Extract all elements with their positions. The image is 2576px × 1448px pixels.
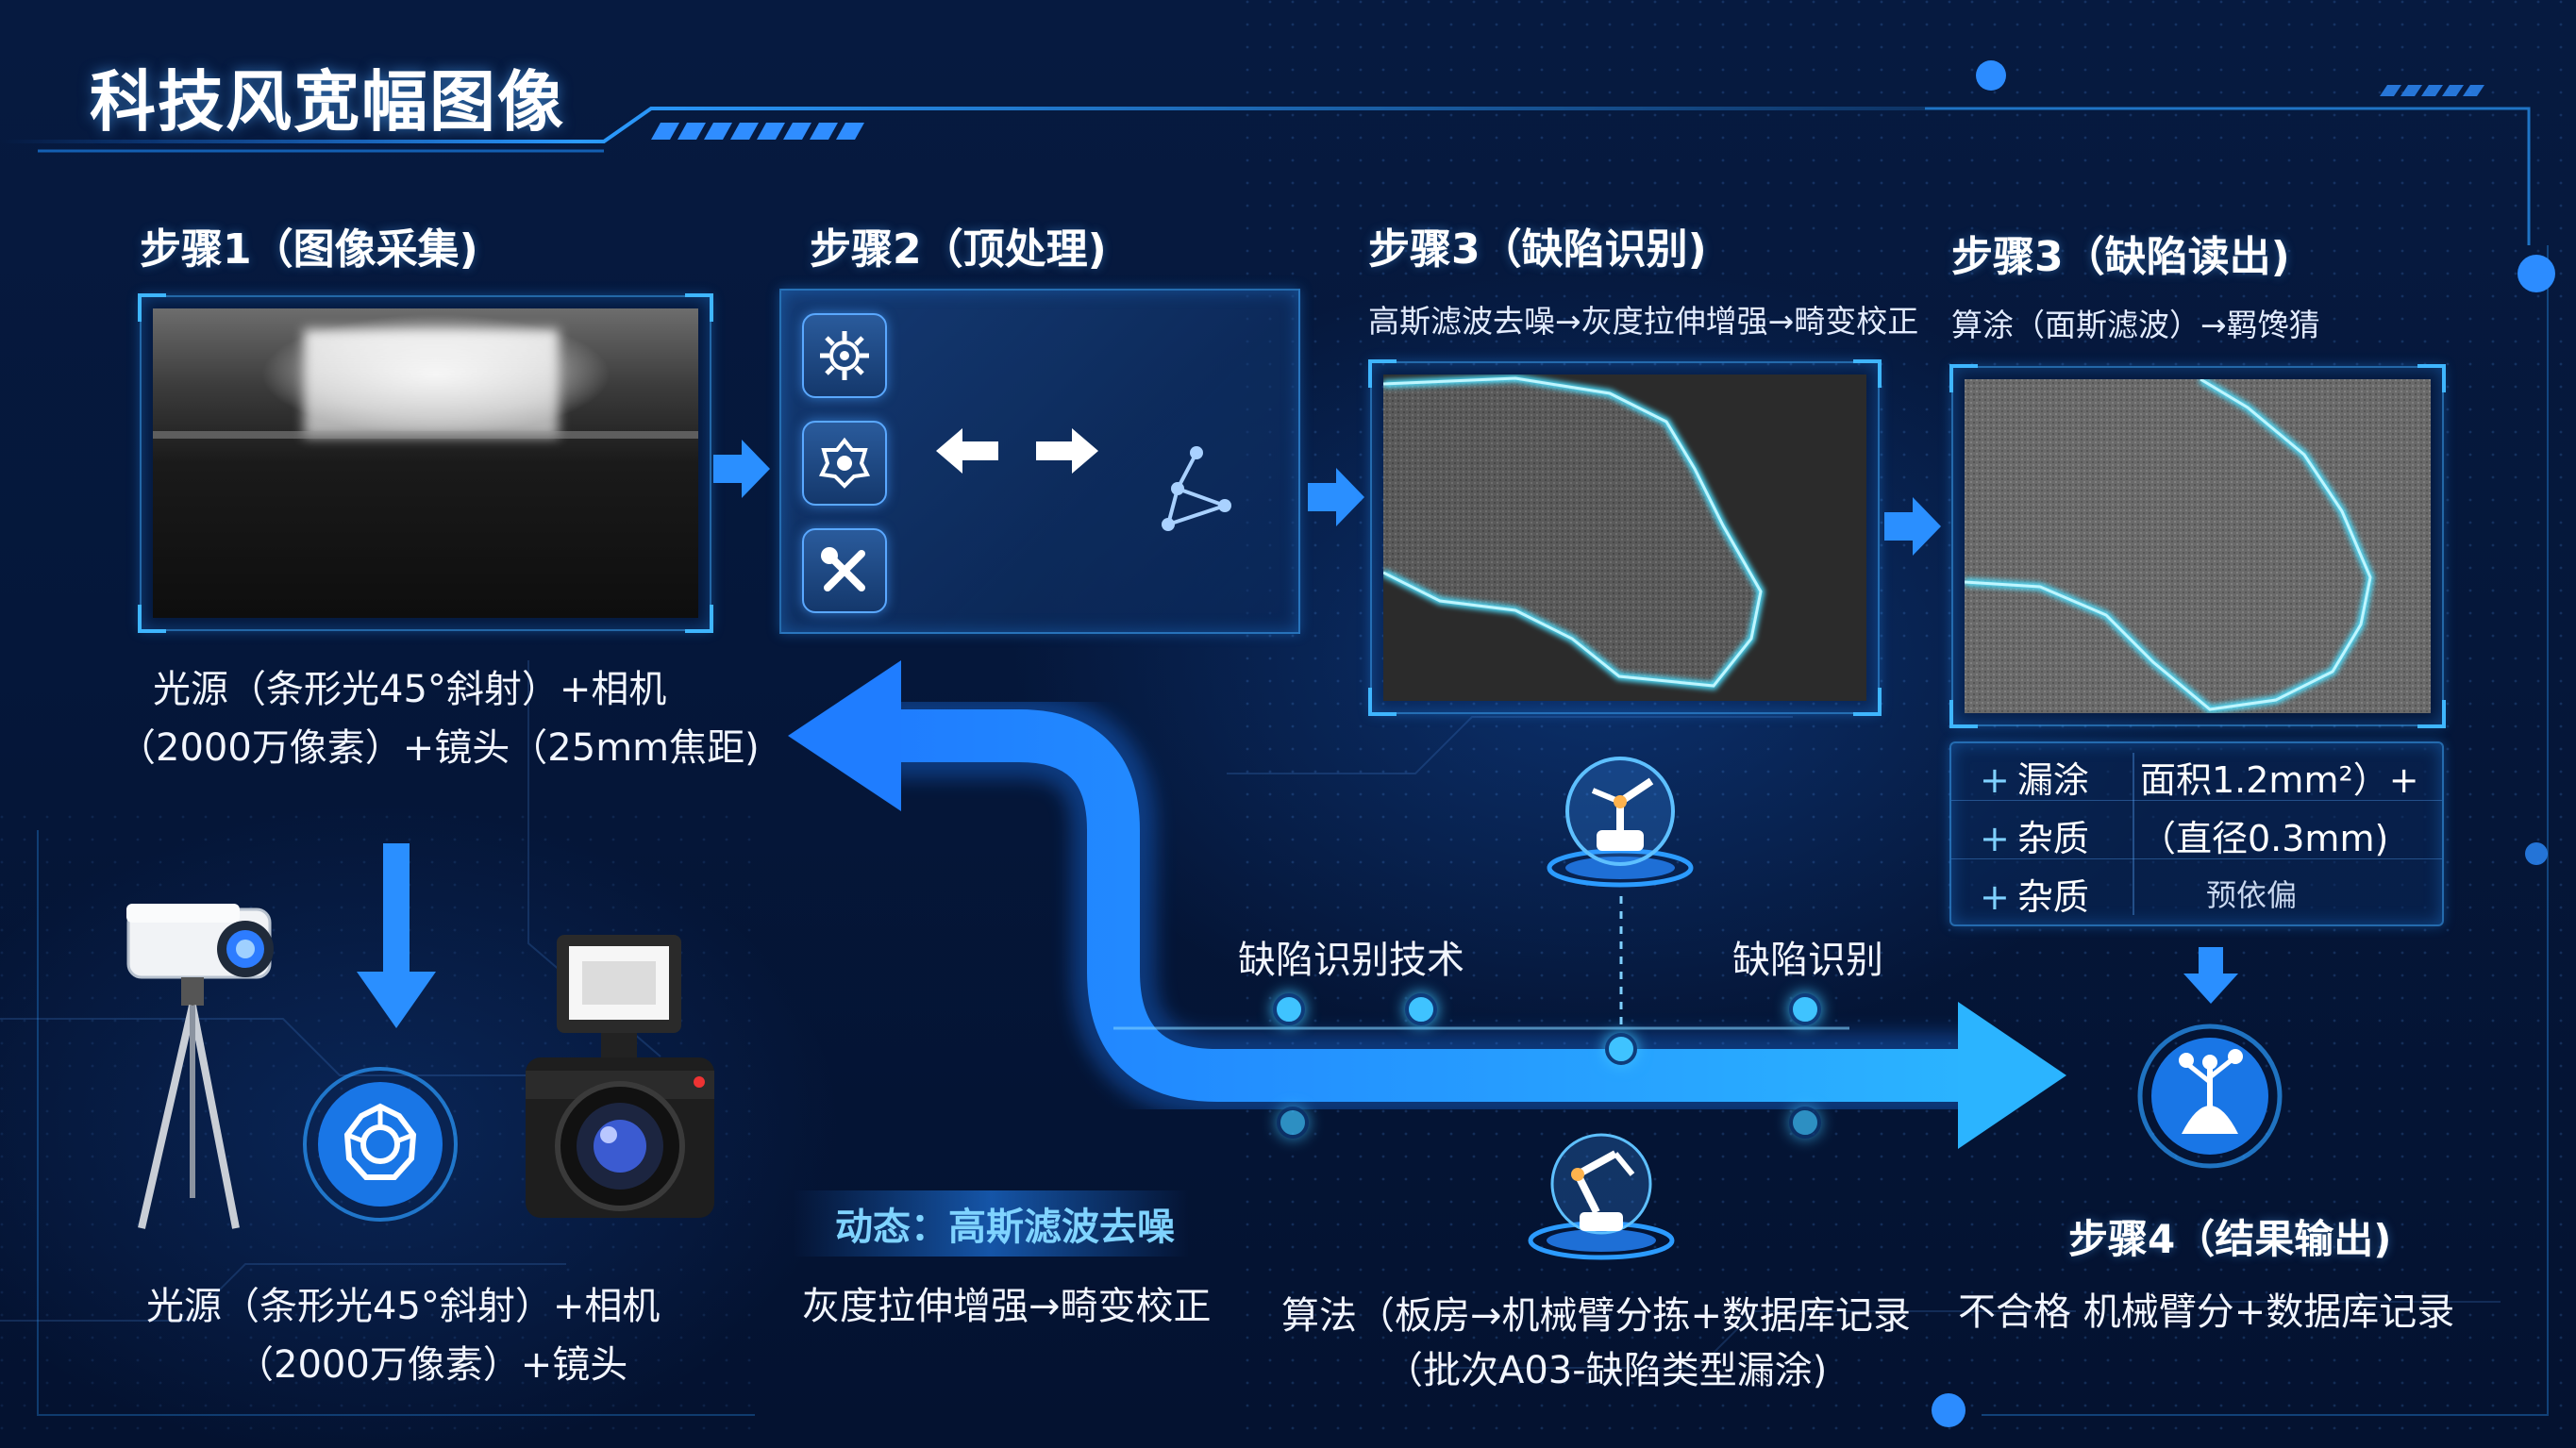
flow-label-ident: 缺陷识别 bbox=[1732, 939, 1883, 982]
gear-badge-icon bbox=[300, 1064, 460, 1224]
step1-caption-line1: 光源（条形光45°斜射）+相机 bbox=[153, 668, 667, 711]
flow-node bbox=[1273, 993, 1305, 1025]
bidirectional-arrows-icon bbox=[936, 428, 1098, 474]
step3-detection-title: 步骤3（缺陷识别) bbox=[1368, 225, 1707, 274]
step1-image-frame bbox=[138, 293, 713, 633]
flow-node bbox=[1405, 993, 1437, 1025]
arrow-right-icon bbox=[713, 440, 770, 498]
result-value: 面积1.2mm²）+ bbox=[2140, 759, 2419, 801]
enhancement-caption: 灰度拉伸增强→畸变校正 bbox=[802, 1285, 1212, 1328]
network-nodes-icon bbox=[1162, 446, 1231, 531]
result-label: +杂质 bbox=[1980, 818, 2089, 859]
flow-node bbox=[1277, 1107, 1309, 1139]
result-label: +杂质 bbox=[1980, 876, 2089, 918]
dynamic-filter-label: 动态：高斯滤波去噪 bbox=[835, 1206, 1175, 1249]
robot-arm-icon bbox=[1521, 1118, 1681, 1269]
table-row: +杂质 预依偏 bbox=[1951, 860, 2442, 918]
defect-results-table: +漏涂 面积1.2mm²）+ +杂质 （直径0.3mm) +杂质 预依偏 bbox=[1949, 741, 2444, 926]
table-row: +漏涂 面积1.2mm²）+ bbox=[1951, 743, 2442, 801]
step3-readout-image-frame bbox=[1949, 364, 2446, 728]
step4-title: 步骤4（结果输出) bbox=[2068, 1216, 2392, 1262]
step3-readout-subtitle: 算涂（面斯滤波）→羁馋猜 bbox=[1951, 307, 2320, 343]
robot-arm-icon bbox=[1540, 736, 1700, 896]
defect-outline-image bbox=[1383, 374, 1866, 701]
table-row: +杂质 （直径0.3mm) bbox=[1951, 802, 2442, 859]
result-label: +漏涂 bbox=[1980, 759, 2089, 801]
step3-readout-title: 步骤3（缺陷读出) bbox=[1951, 233, 2290, 281]
flow-node bbox=[1789, 1107, 1821, 1139]
captured-surface-image bbox=[153, 308, 698, 618]
flow-node bbox=[1789, 993, 1821, 1025]
result-value: （直径0.3mm) bbox=[2140, 818, 2389, 859]
defect-readout-image bbox=[1965, 379, 2431, 713]
bottom-left-caption-line2: （2000万像素）+镜头 bbox=[236, 1343, 628, 1387]
algorithm-caption-line1: 算法（板房→机械臂分拣+数据库记录 bbox=[1281, 1294, 1912, 1338]
step1-caption-line2: （2000万像素）+镜头（25mm焦距) bbox=[118, 726, 760, 770]
flow-label-tech: 缺陷识别技术 bbox=[1238, 939, 1464, 982]
step2-processing-panel bbox=[779, 289, 1300, 634]
tools-icon bbox=[802, 528, 887, 613]
flow-node bbox=[1605, 1033, 1637, 1065]
step1-title: 步骤1（图像采集) bbox=[140, 225, 478, 274]
algorithm-caption-line2: （批次A03-缺陷类型漏涂) bbox=[1385, 1349, 1828, 1392]
step3-detection-subtitle: 高斯滤波去噪→灰度拉伸增强→畸变校正 bbox=[1368, 303, 1919, 340]
step2-title: 步骤2（顶处理) bbox=[810, 225, 1107, 274]
arrow-down-icon bbox=[2183, 947, 2238, 1004]
arrow-right-icon bbox=[1308, 468, 1364, 526]
step4-caption: 不合格 机械臂分+数据库记录 bbox=[1958, 1290, 2455, 1334]
arrow-right-icon bbox=[1884, 497, 1941, 556]
dynamic-filter-badge bbox=[793, 1190, 1189, 1257]
bottom-left-caption-line1: 光源（条形光45°斜射）+相机 bbox=[146, 1285, 661, 1328]
output-tree-icon bbox=[2134, 1021, 2285, 1172]
gear-icon bbox=[802, 313, 887, 398]
tripod-camera-icon bbox=[126, 904, 274, 1229]
page-title: 科技风宽幅图像 bbox=[90, 63, 565, 141]
arrow-down-icon bbox=[357, 843, 436, 1028]
puzzle-gear-icon bbox=[802, 421, 887, 506]
camera-with-light-icon bbox=[526, 935, 714, 1218]
step3-detection-image-frame bbox=[1368, 359, 1882, 716]
result-value: 预依偏 bbox=[2206, 877, 2298, 913]
